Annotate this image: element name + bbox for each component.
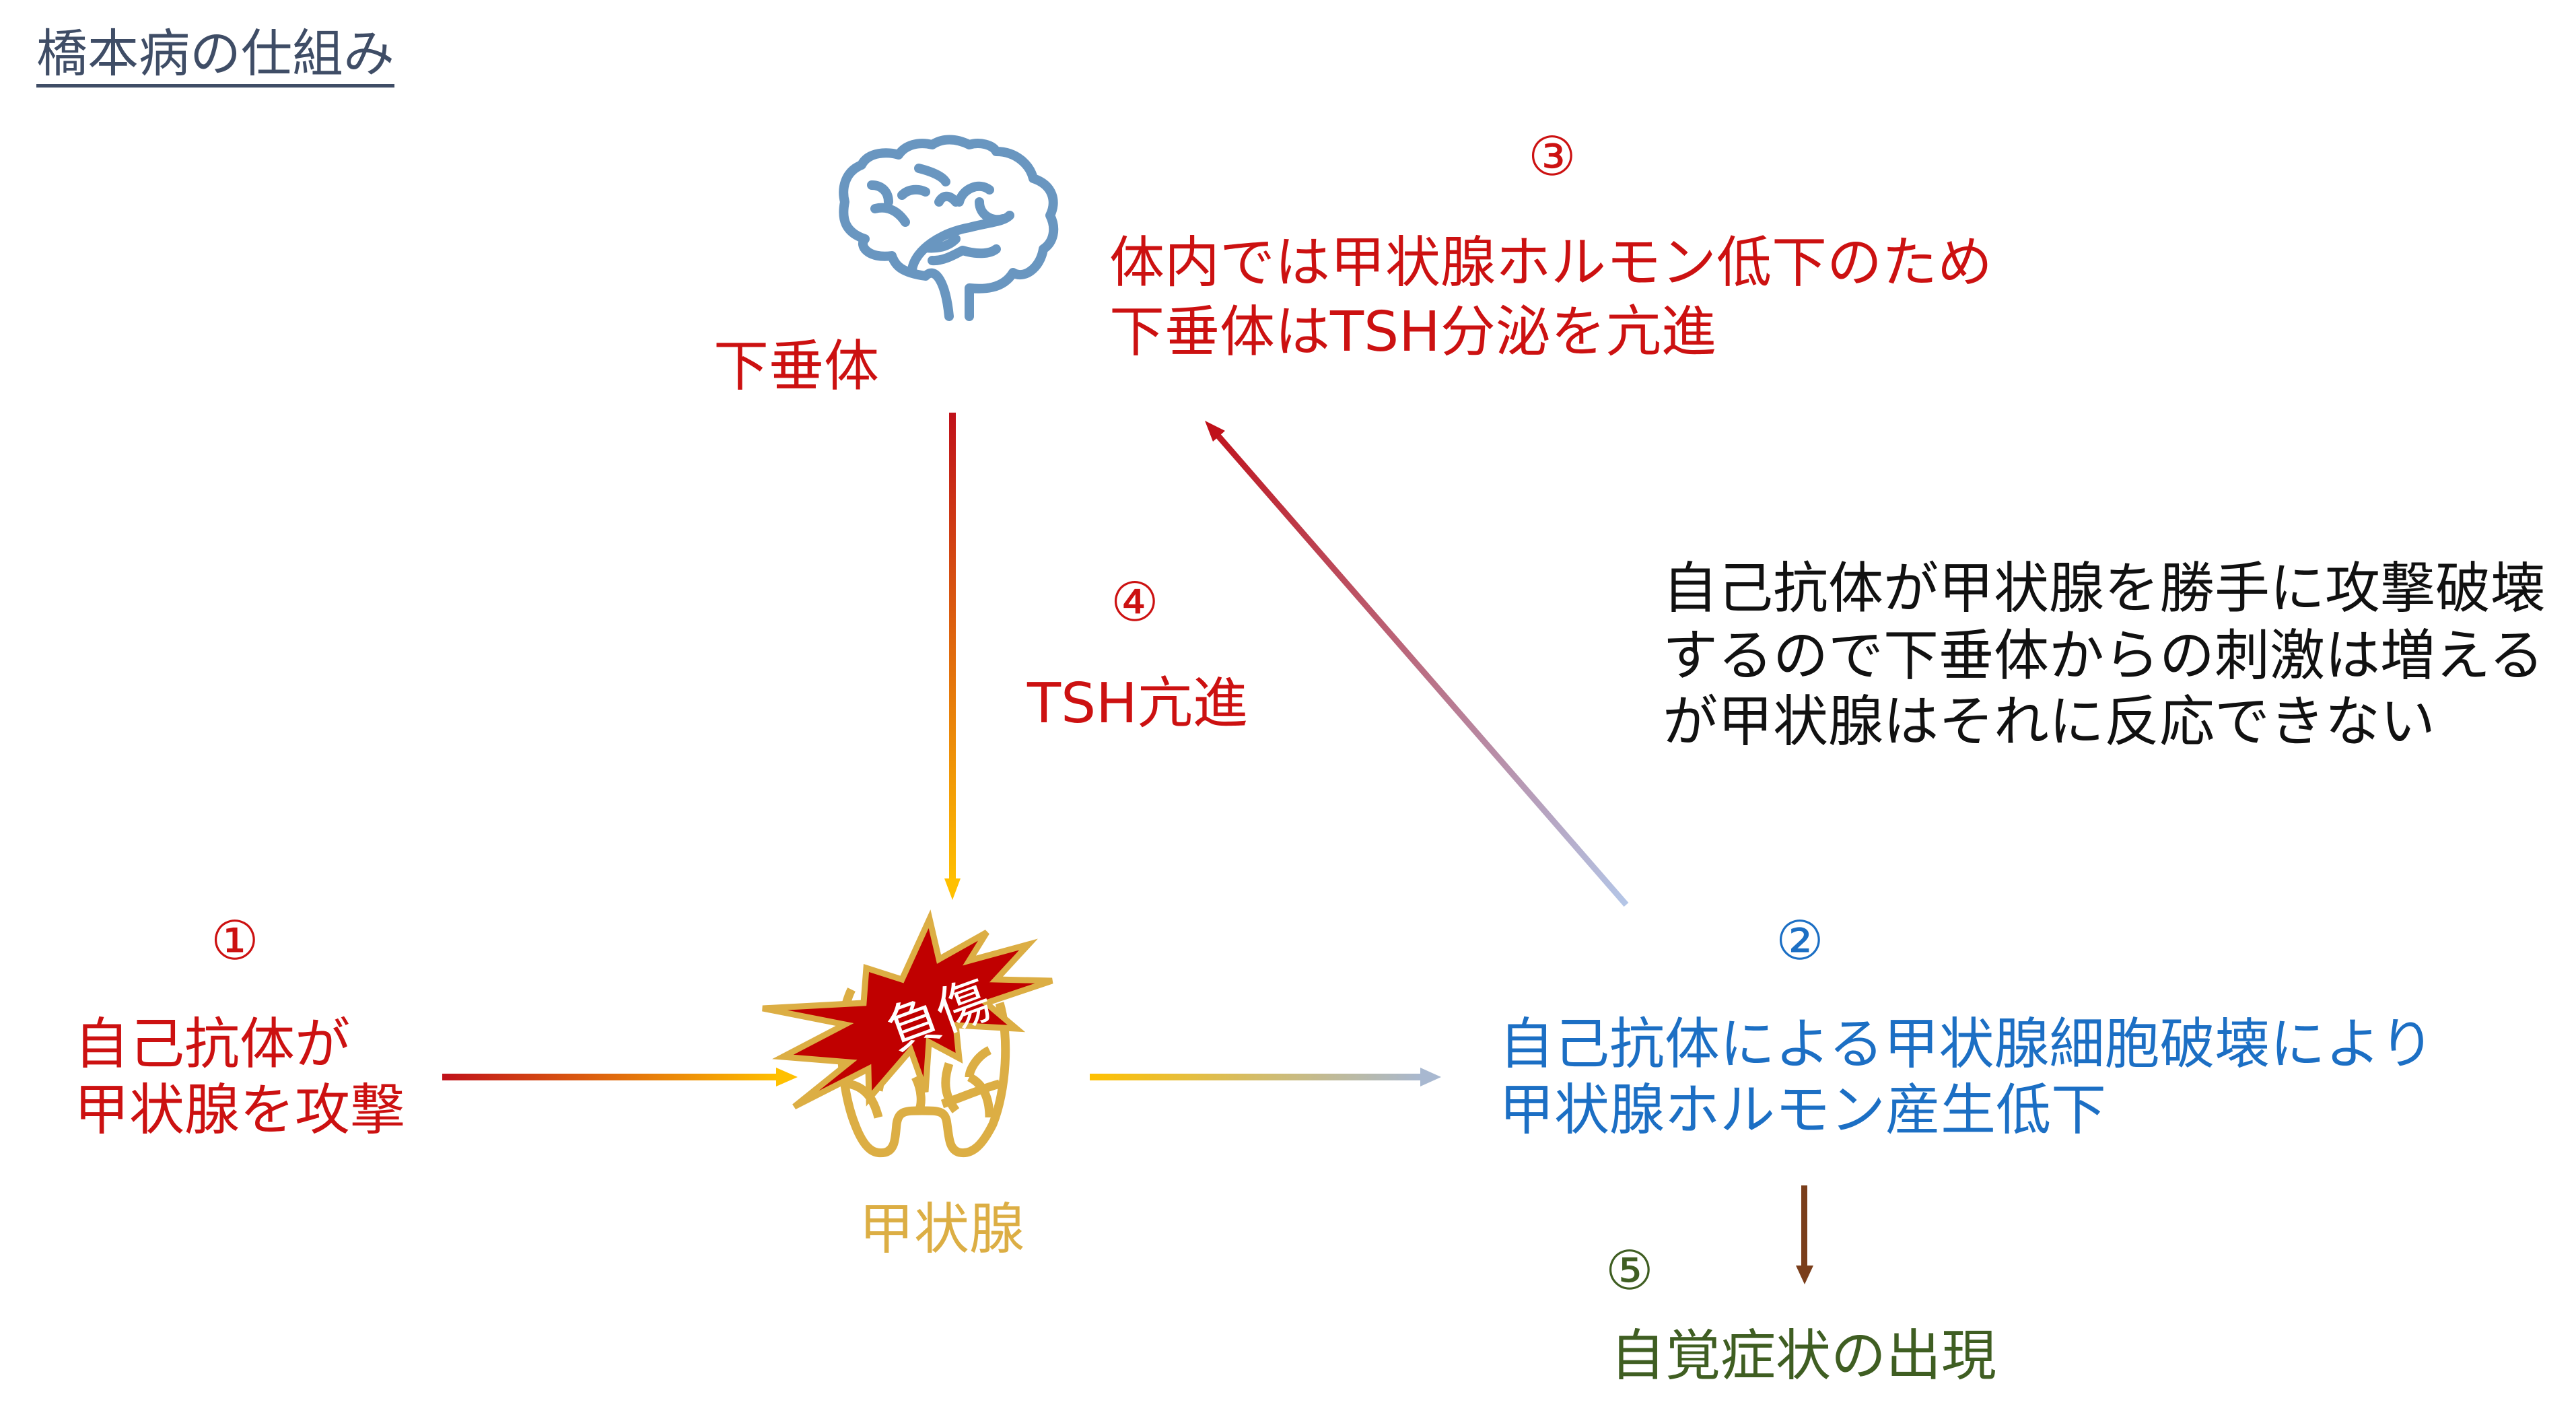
- note-line-2: するので下垂体からの刺激は増える: [1663, 624, 2544, 688]
- note-line-3: が甲状腺はそれに反応できない: [1663, 690, 2436, 754]
- step-2-line-1: 自己抗体による甲状腺細胞破壊により: [1499, 1012, 2435, 1076]
- arrow-antibody-to-thyroid: [442, 1068, 798, 1086]
- step-1-number: ①: [211, 909, 259, 972]
- step-1-line-2: 甲状腺を攻撃: [74, 1078, 406, 1142]
- step-4-line-1: TSH亢進: [1027, 672, 1248, 736]
- arrow-hormone-to-symptoms: [1796, 1185, 1813, 1284]
- brain-icon: [839, 135, 1059, 321]
- step-2-number: ②: [1776, 909, 1824, 972]
- injury-burst: [762, 909, 1053, 1110]
- step-1-line-1: 自己抗体が: [74, 1012, 351, 1076]
- step-4-number: ④: [1111, 571, 1159, 633]
- arrow-pituitary-to-thyroid: [944, 413, 961, 900]
- step-3-line-1: 体内では甲状腺ホルモン低下のため: [1109, 231, 1993, 295]
- arrow-thyroid-to-hormone: [1090, 1068, 1441, 1086]
- arrow-thyroid-to-pituitary: [1205, 421, 1629, 907]
- thyroid-label: 甲状腺: [859, 1198, 1025, 1261]
- page-title: 橋本病の仕組み: [36, 24, 394, 88]
- note-line-1: 自己抗体が甲状腺を勝手に攻撃破壊: [1663, 557, 2546, 621]
- step-3-number: ③: [1528, 125, 1576, 188]
- step-3-line-2: 下垂体はTSH分泌を亢進: [1109, 300, 1716, 364]
- step-5-number: ⑤: [1605, 1239, 1654, 1302]
- step-5-line-1: 自覚症状の出現: [1610, 1324, 1997, 1388]
- step-2-line-2: 甲状腺ホルモン産生低下: [1499, 1078, 2107, 1142]
- pituitary-label: 下垂体: [713, 335, 880, 399]
